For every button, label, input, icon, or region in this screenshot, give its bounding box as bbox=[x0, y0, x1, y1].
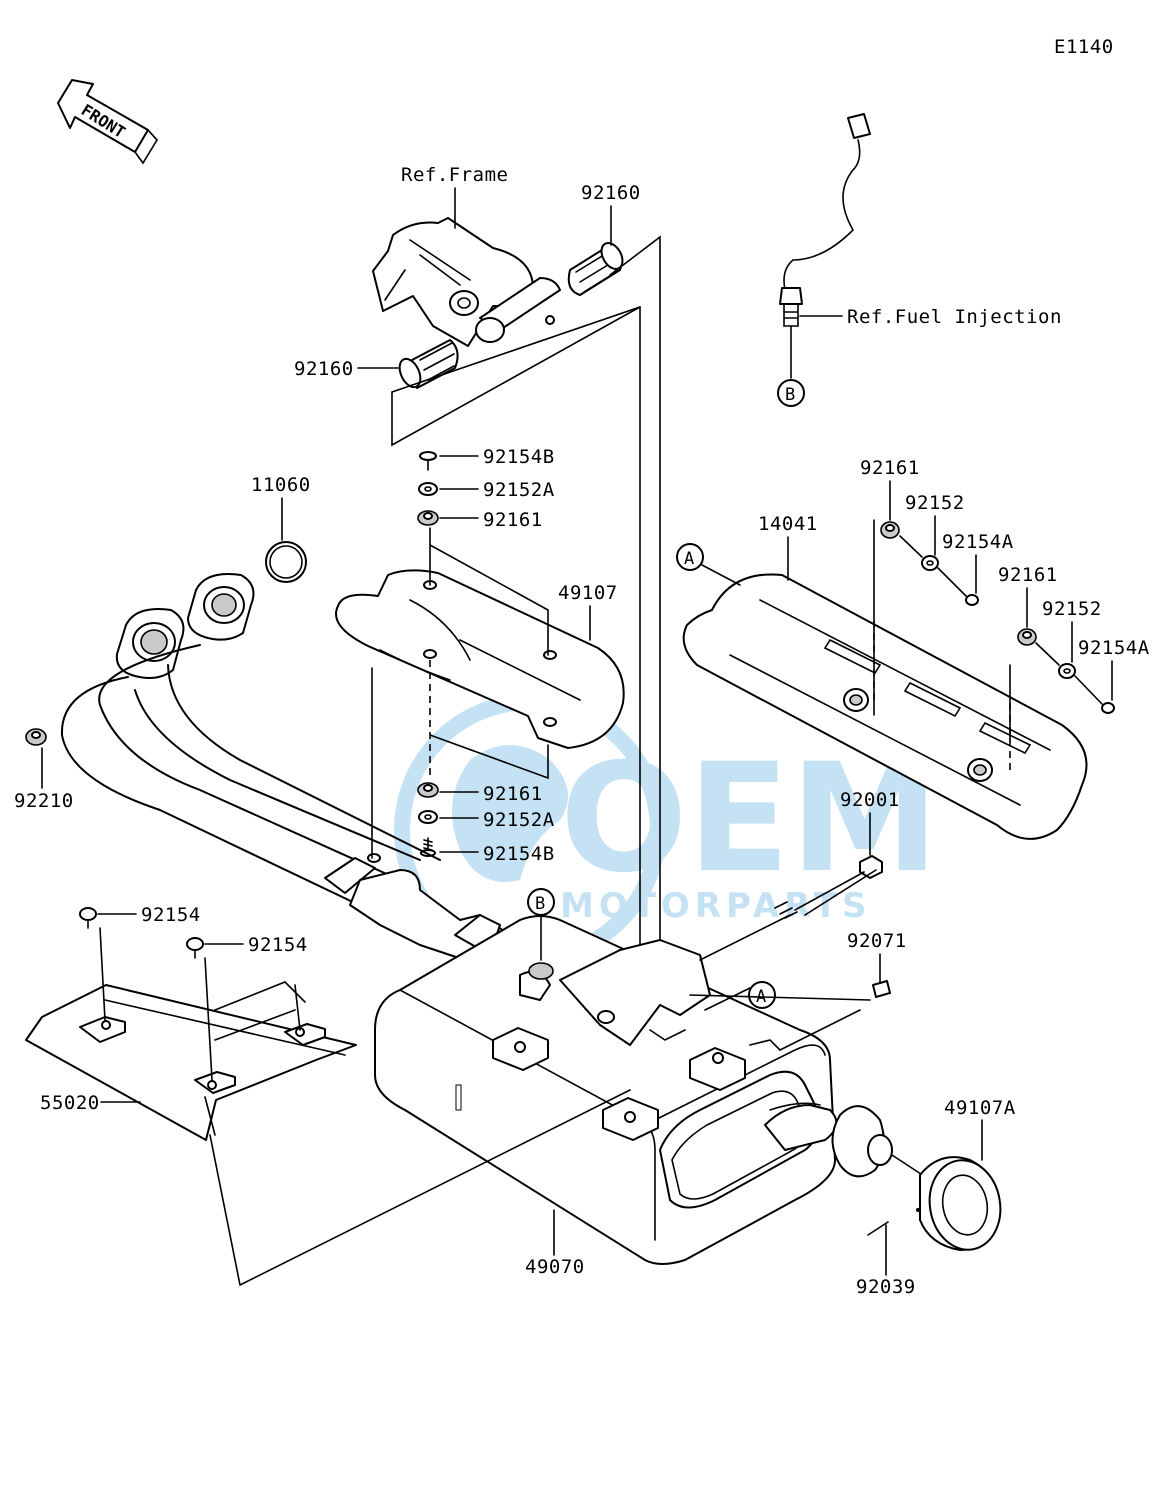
label-92161-r2: 92161 bbox=[998, 564, 1058, 586]
grommet-92161-top bbox=[417, 510, 439, 526]
label-92152A-mid: 92152A bbox=[483, 809, 555, 831]
label-14041: 14041 bbox=[758, 513, 818, 535]
end-cap-49107A bbox=[919, 1156, 1002, 1251]
ref-fuel-injection-label: Ref.Fuel Injection bbox=[847, 306, 1062, 328]
heat-shield-14041 bbox=[682, 573, 1088, 840]
screw-92154A-r1 bbox=[965, 594, 979, 606]
label-92161-top: 92161 bbox=[483, 509, 543, 531]
washer-92152A-top bbox=[418, 482, 438, 496]
label-49107: 49107 bbox=[558, 582, 618, 604]
label-92071: 92071 bbox=[847, 930, 907, 952]
screw-92154A-r2 bbox=[1101, 702, 1115, 714]
label-92210: 92210 bbox=[14, 790, 74, 812]
nut-92210 bbox=[25, 728, 47, 746]
grommet-92161-r2 bbox=[1017, 628, 1037, 646]
diagram-code: E1140 bbox=[1054, 36, 1114, 58]
marker-a-top-label: A bbox=[684, 549, 694, 569]
grommet-92161-r1 bbox=[880, 521, 900, 539]
pin-92039 bbox=[867, 1208, 920, 1236]
screw-92154-1 bbox=[79, 907, 97, 929]
label-92154A-r2: 92154A bbox=[1078, 637, 1150, 659]
washer-92152-r2 bbox=[1058, 663, 1076, 679]
label-92154-1: 92154 bbox=[141, 904, 201, 926]
washer-92152A-mid bbox=[418, 810, 438, 824]
screw-92154-2 bbox=[186, 937, 204, 959]
ref-frame-label: Ref.Frame bbox=[401, 164, 508, 186]
bolt-92154B-top bbox=[419, 451, 437, 471]
label-92154A-r1: 92154A bbox=[942, 531, 1014, 553]
sleeve-92160-top bbox=[567, 242, 624, 296]
label-55020: 55020 bbox=[40, 1092, 100, 1114]
bolt-92001 bbox=[774, 855, 883, 919]
label-92160-top: 92160 bbox=[581, 182, 641, 204]
label-92152-r1: 92152 bbox=[905, 492, 965, 514]
tail-pipe bbox=[831, 1105, 931, 1181]
exhaust-flange-rear bbox=[187, 573, 255, 641]
label-92001: 92001 bbox=[840, 789, 900, 811]
label-92152-r2: 92152 bbox=[1042, 598, 1102, 620]
label-11060: 11060 bbox=[251, 474, 311, 496]
header-pipes bbox=[60, 644, 511, 966]
marker-b-bottom: B bbox=[527, 888, 555, 961]
washer-92152-r1 bbox=[921, 555, 939, 571]
frame-bracket bbox=[372, 217, 561, 347]
marker-a-top: A bbox=[676, 543, 741, 586]
watermark-sub: MOTORPARTS bbox=[560, 886, 871, 926]
label-92154B-top: 92154B bbox=[483, 446, 555, 468]
label-92154-2: 92154 bbox=[248, 934, 308, 956]
sleeve-92160-left bbox=[398, 339, 459, 389]
label-92039: 92039 bbox=[856, 1276, 916, 1298]
label-92152A-top: 92152A bbox=[483, 479, 555, 501]
marker-b-top-label: B bbox=[785, 385, 795, 405]
label-92160-left: 92160 bbox=[294, 358, 354, 380]
label-92161-mid: 92161 bbox=[483, 783, 543, 805]
exhaust-flange-front bbox=[115, 608, 185, 679]
grommet-92161-mid bbox=[417, 782, 439, 798]
clip-92071 bbox=[872, 980, 891, 998]
marker-b-bottom-label: B bbox=[535, 894, 545, 914]
label-92161-r1: 92161 bbox=[860, 457, 920, 479]
gasket-11060 bbox=[265, 541, 307, 583]
muffler-49070 bbox=[374, 915, 838, 1265]
o2-sensor bbox=[779, 113, 871, 379]
lower-cover-55020 bbox=[25, 981, 357, 1141]
label-49107A: 49107A bbox=[944, 1097, 1016, 1119]
marker-b-top: B bbox=[777, 379, 805, 407]
front-arrow-icon: FRONT bbox=[57, 79, 158, 165]
label-92154B-mid: 92154B bbox=[483, 843, 555, 865]
label-49070: 49070 bbox=[525, 1256, 585, 1278]
